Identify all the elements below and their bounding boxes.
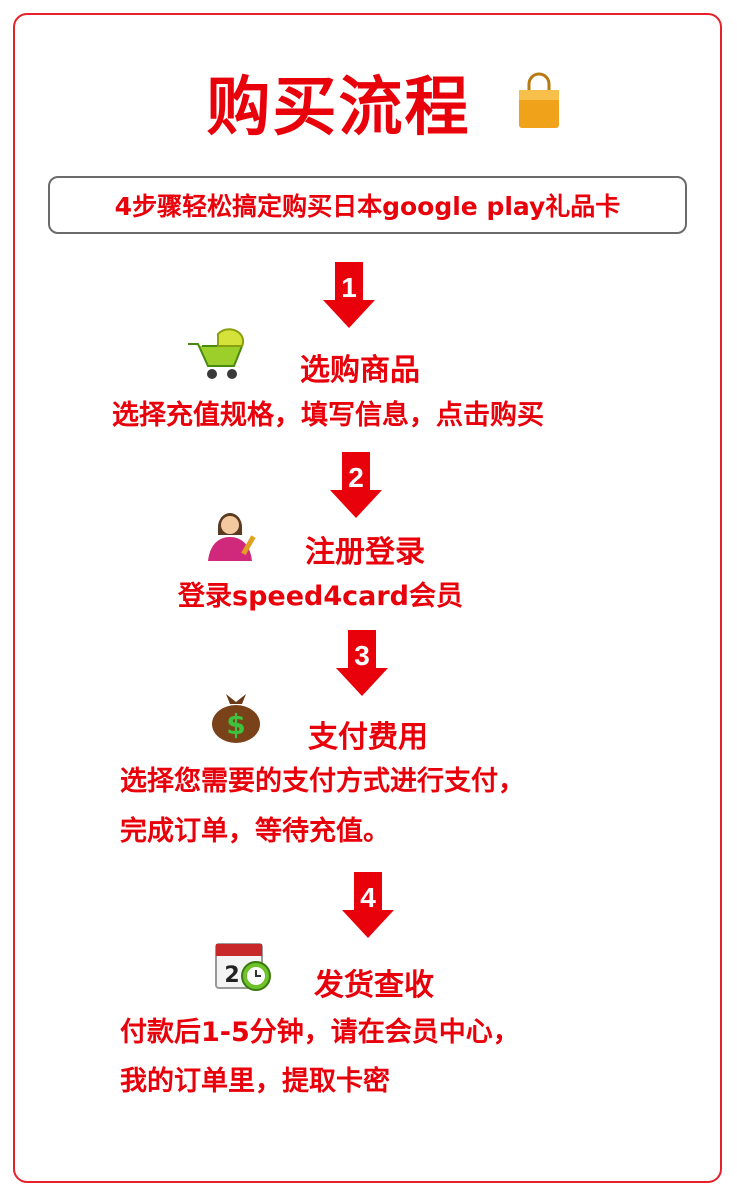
svg-text:$: $: [226, 708, 245, 741]
step-3-description-line-2: 完成订单，等待充值。: [120, 816, 390, 847]
step-4-arrow: 4: [342, 872, 394, 938]
step-3-arrow: 3: [336, 630, 388, 696]
step-4-number: 4: [360, 882, 376, 913]
page-frame: [13, 13, 722, 1183]
shopping-cart-icon: [188, 328, 245, 379]
step-4-description-line-1: 付款后1-5分钟，请在会员中心，: [120, 1017, 520, 1048]
step-2-arrow: 2: [330, 452, 382, 518]
step-4-heading: 发货查收: [314, 968, 434, 1003]
calendar-clock-icon: 2: [215, 943, 271, 991]
step-1-number: 1: [341, 272, 357, 303]
step-1-heading: 选购商品: [300, 353, 420, 388]
step-3-description-line-1: 选择您需要的支付方式进行支付，: [120, 766, 525, 797]
step-1-arrow: 1: [323, 262, 375, 328]
money-bag-icon: $: [212, 694, 260, 743]
step-1-description: 选择充值规格，填写信息，点击购买: [112, 400, 544, 431]
step-2-number: 2: [348, 462, 364, 493]
subtitle-banner: 4步骤轻松搞定购买日本google play礼品卡: [48, 176, 687, 234]
step-3-heading: 支付费用: [308, 720, 428, 755]
step-3-number: 3: [354, 640, 370, 671]
shopping-bag-icon: [519, 72, 559, 128]
subtitle-text: 4步骤轻松搞定购买日本google play礼品卡: [114, 192, 621, 221]
svg-text:2: 2: [224, 963, 239, 988]
step-2-description: 登录speed4card会员: [178, 581, 464, 612]
step-4-description-line-2: 我的订单里，提取卡密: [120, 1066, 390, 1097]
step-2-heading: 注册登录: [305, 535, 425, 570]
user-avatar-icon: [208, 513, 256, 561]
page-title: 购买流程: [206, 71, 471, 145]
